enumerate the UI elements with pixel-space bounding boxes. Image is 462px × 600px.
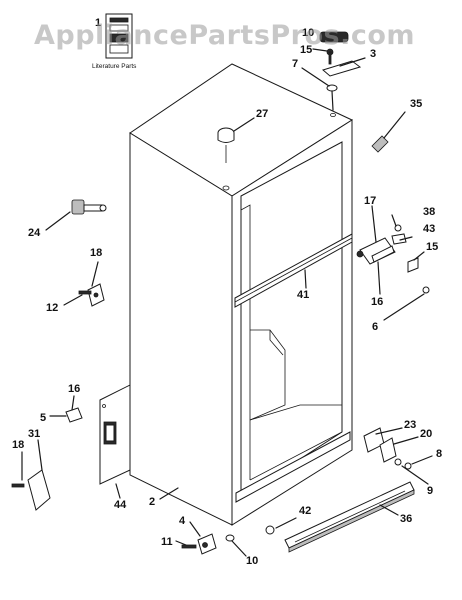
clip-42 [265, 517, 297, 535]
callout-5: 5 [40, 412, 46, 424]
callout-43: 43 [423, 223, 435, 235]
watermark-text: AppliancePartsPros.com [34, 20, 415, 51]
literature-caption: Literature Parts [92, 63, 137, 70]
divider-rail [234, 233, 353, 308]
roller-assembly [175, 521, 247, 557]
callout-3: 3 [370, 48, 376, 60]
callout-16: 16 [371, 296, 383, 308]
callout-38: 38 [423, 206, 435, 218]
callout-44: 44 [114, 499, 127, 511]
callout-4: 4 [179, 515, 186, 527]
callout-41: 41 [297, 289, 309, 301]
callout-10: 10 [302, 27, 314, 39]
callout-8: 8 [436, 448, 442, 460]
callout-17: 17 [364, 195, 376, 207]
callout-16b: 16 [68, 383, 80, 395]
callout-18b: 18 [12, 439, 24, 451]
callout-27: 27 [256, 108, 268, 120]
callout-23: 23 [404, 419, 416, 431]
callout-6: 6 [372, 321, 378, 333]
bracket-12 [63, 261, 105, 307]
latch-24 [45, 199, 107, 231]
callout-24: 24 [28, 227, 41, 239]
lower-right-hinge [363, 427, 433, 485]
callout-12: 12 [46, 302, 58, 314]
callout-36: 36 [400, 513, 412, 525]
plug-35 [371, 111, 406, 153]
callout-42: 42 [299, 505, 311, 517]
cap-27 [217, 117, 255, 163]
callout-20: 20 [420, 428, 432, 440]
callout-9: 9 [427, 485, 433, 497]
callout-2: 2 [149, 496, 155, 508]
callout-labels: 1 10 15 3 7 35 27 24 18 12 17 38 43 15 4… [12, 17, 442, 567]
toe-grille-36 [284, 481, 415, 553]
callout-7: 7 [292, 58, 298, 70]
leader-41 [304, 269, 307, 289]
callout-11: 11 [161, 536, 173, 548]
callout-15b: 15 [426, 241, 438, 253]
bottom-front-rail [235, 431, 351, 503]
lower-left-components [11, 384, 131, 511]
leader-2 [159, 487, 179, 500]
refrigerator-cabinet [129, 63, 354, 526]
callout-35: 35 [410, 98, 422, 110]
callout-18: 18 [90, 247, 102, 259]
callout-1: 1 [95, 17, 101, 29]
center-hinge-assembly [356, 205, 430, 321]
literature-parts-booklet: Literature Parts [92, 13, 137, 70]
callout-10b: 10 [246, 555, 258, 567]
callout-31: 31 [28, 428, 40, 440]
callout-15: 15 [300, 44, 312, 56]
top-hinge-assembly [301, 31, 366, 111]
